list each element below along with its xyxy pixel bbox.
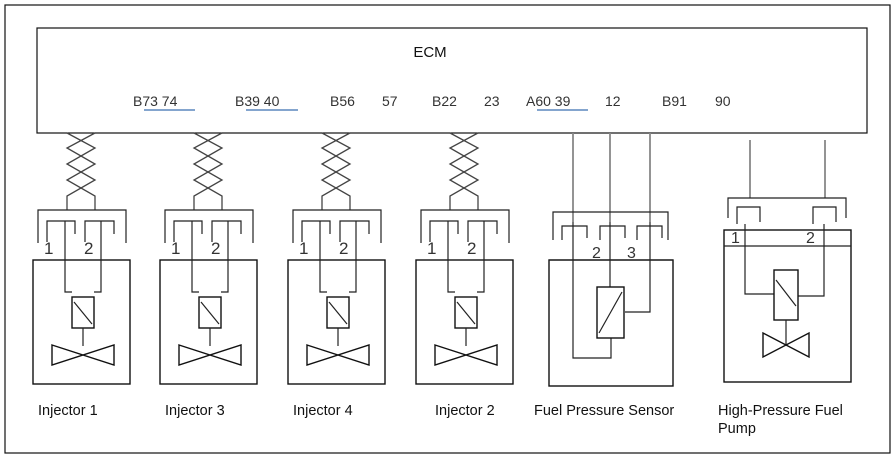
injector-internal-wire [447,221,455,293]
fuel-pressure-sensor: 2 3 [548,133,674,387]
ecm-pin-label: B39 40 [235,93,280,109]
injector-pin-bracket [301,220,331,242]
sensor-internal-wire [625,222,651,313]
injector-connector [164,209,254,243]
ecm-pin-label: B91 [662,93,687,109]
injector-solenoid-diagonal [328,301,348,325]
sensor-pin-bracket [599,225,626,240]
ecm-pin-label: A60 39 [526,93,571,109]
pump-body [723,229,852,383]
ecm-box [36,27,868,134]
pump-internal-wire [744,224,774,295]
ecm-pin-label: B22 [432,93,457,109]
injector-pin-number: 2 [211,239,220,258]
injector-pin-number: 2 [84,239,93,258]
injector-valve-icon [178,344,242,366]
ecm-pin-label: 90 [715,93,731,109]
pump-solenoid-diagonal [775,279,797,307]
high-pressure-fuel-pump: 1 2 [723,140,852,383]
sensor-element-diagonal [598,291,623,334]
pump-pin-number: 2 [806,230,815,247]
pump-internal-wire [798,224,825,297]
injector-internal-wire [349,221,357,293]
ecm-pin-label: B73 74 [133,93,178,109]
injector-pin-bracket [429,220,459,242]
injector-pin-number: 2 [339,239,348,258]
injector-pin-number: 1 [171,239,180,258]
sensor-pin-number: 3 [627,245,636,262]
label-fuel-pressure-sensor: Fuel Pressure Sensor [534,403,674,419]
injector-pin-bracket [173,220,203,242]
injector-solenoid-diagonal [456,301,476,325]
ecm-pin-label: 57 [382,93,398,109]
diagram-frame [4,4,891,454]
injector-internal-wire [94,221,102,293]
injector-pin-number: 2 [467,239,476,258]
component-labels: Injector 1 Injector 3 Injector 4 Injecto… [38,403,843,437]
injector-solenoid-diagonal [200,301,220,325]
injector-connector [37,209,127,243]
sensor-pin-number: 2 [592,245,601,262]
injector-pin-bracket [467,220,498,242]
pump-solenoid [773,269,799,321]
injector-internal-wire [221,221,229,293]
injector-body [32,259,131,385]
injector-internal-wire [191,221,199,293]
label-injector-3: Injector 3 [165,403,225,419]
label-pump-line-1: High-Pressure Fuel [718,403,843,419]
injector-pin-bracket [339,220,370,242]
injector-body [287,259,386,385]
ecm-pin-label: 23 [484,93,500,109]
sensor-pin-bracket [561,225,588,240]
injector-pin-bracket [84,220,115,242]
pump-pin-bracket [812,206,837,224]
twisted-wire [192,132,224,210]
injector-solenoid-diagonal [73,301,93,325]
twisted-wire [65,132,97,210]
injector-valve-icon [51,344,115,366]
ecm-module: ECM B73 74 B39 40 B56 57 B22 23 A60 39 1… [36,27,868,134]
injector-internal-wire [64,221,72,293]
injector-pin-number: 1 [427,239,436,258]
pump-pin-bracket [736,206,761,224]
injector-internal-wire [477,221,485,293]
pump-connector [727,197,847,218]
label-injector-4: Injector 4 [293,403,353,419]
injector-body [415,259,514,385]
ecm-title: ECM [413,44,446,61]
injector-valve-icon [434,344,498,366]
injector-pin-number: 1 [44,239,53,258]
label-injector-1: Injector 1 [38,403,98,419]
injector-pin-bracket [211,220,242,242]
injector-connector [420,209,510,243]
injector-connector [292,209,382,243]
label-pump-line-2: Pump [718,421,756,437]
twisted-wire [320,132,352,210]
twisted-wire [448,132,480,210]
ecm-pin-label: 12 [605,93,621,109]
injector-valve-icon [306,344,370,366]
injector-pin-bracket [46,220,76,242]
pump-pin-number: 1 [731,230,740,247]
sensor-connector [552,211,669,240]
sensor-element [596,286,625,339]
injector-pin-number: 1 [299,239,308,258]
sensor-internal-wire [572,222,612,359]
injector-body [159,259,258,385]
label-injector-2: Injector 2 [435,403,495,419]
injector-internal-wire [319,221,327,293]
sensor-body [548,259,674,387]
ecm-pin-label: B56 [330,93,355,109]
pump-valve-icon [762,331,810,359]
